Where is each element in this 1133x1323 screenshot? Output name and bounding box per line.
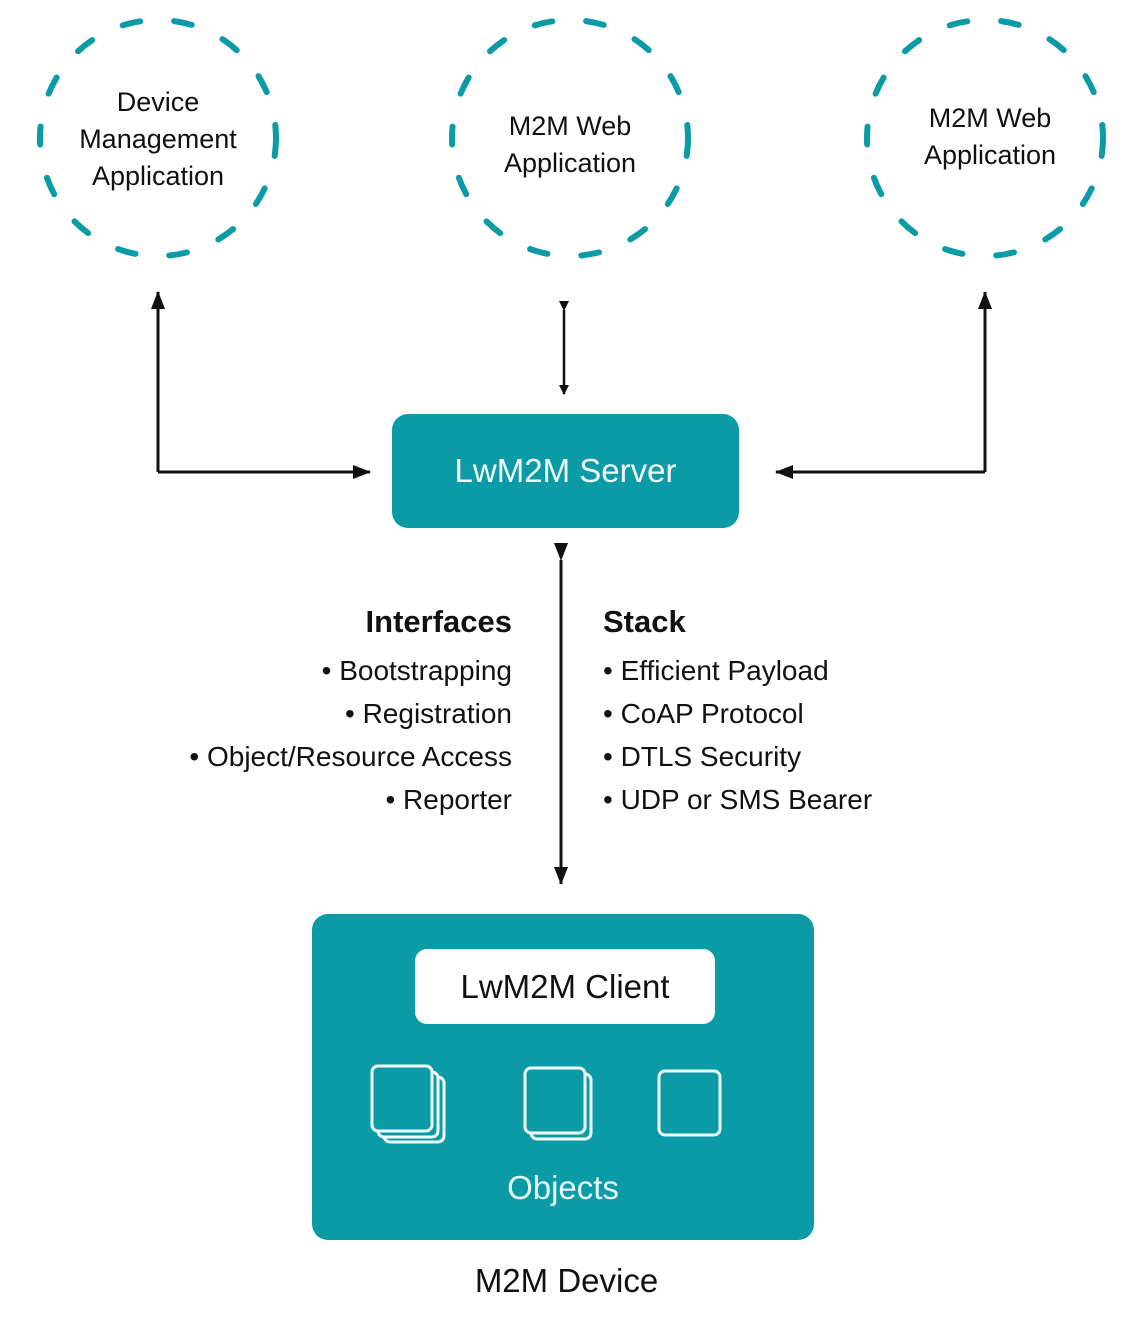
m2m-device-label: M2M Device — [474, 1262, 659, 1299]
lwm2m-server-label: LwM2M Server — [454, 452, 677, 489]
app-label-line: Device — [116, 87, 200, 117]
app-circle-m2m-web-1 — [449, 17, 691, 259]
app-label-line: Application — [503, 148, 637, 178]
object-stack-2-icon — [523, 1066, 593, 1141]
object-single-icon — [657, 1069, 722, 1137]
interfaces-item: • Registration — [345, 698, 512, 729]
interfaces-item: • Object/Resource Access — [189, 741, 512, 772]
lwm2m-client-box: LwM2M Client — [415, 949, 715, 1024]
object-stack-3-icon — [370, 1064, 446, 1144]
app-label-m2m-web-2: M2M Web Application — [870, 100, 1110, 174]
app-label-m2m-web-1: M2M Web Application — [450, 108, 690, 182]
objects-icons — [370, 1064, 722, 1144]
lwm2m-server-box: LwM2M Server — [392, 414, 739, 528]
interfaces-item: • Reporter — [385, 784, 512, 815]
app-label-line: M2M Web — [508, 111, 632, 141]
app-circle-device-management — [37, 17, 279, 259]
app-circle-m2m-web-2 — [864, 17, 1106, 259]
interfaces-item: • Bootstrapping — [321, 655, 512, 686]
stack-item: • UDP or SMS Bearer — [603, 784, 873, 815]
interfaces-title: Interfaces — [365, 604, 512, 639]
stack-title: Stack — [603, 604, 686, 639]
app-label-line: M2M Web — [928, 103, 1052, 133]
objects-label: Objects — [507, 1169, 619, 1206]
app-label-line: Application — [91, 161, 225, 191]
m2m-device-box: LwM2M Client Objects — [312, 914, 814, 1240]
stack-item: • Efficient Payload — [603, 655, 829, 686]
stack-item: • CoAP Protocol — [603, 698, 804, 729]
stack-item: • DTLS Security — [603, 741, 802, 772]
app-label-line: Application — [923, 140, 1057, 170]
app-label-line: Management — [79, 124, 237, 154]
app-label-device-management: Device Management Application — [38, 84, 278, 195]
lwm2m-client-label: LwM2M Client — [460, 967, 670, 1005]
